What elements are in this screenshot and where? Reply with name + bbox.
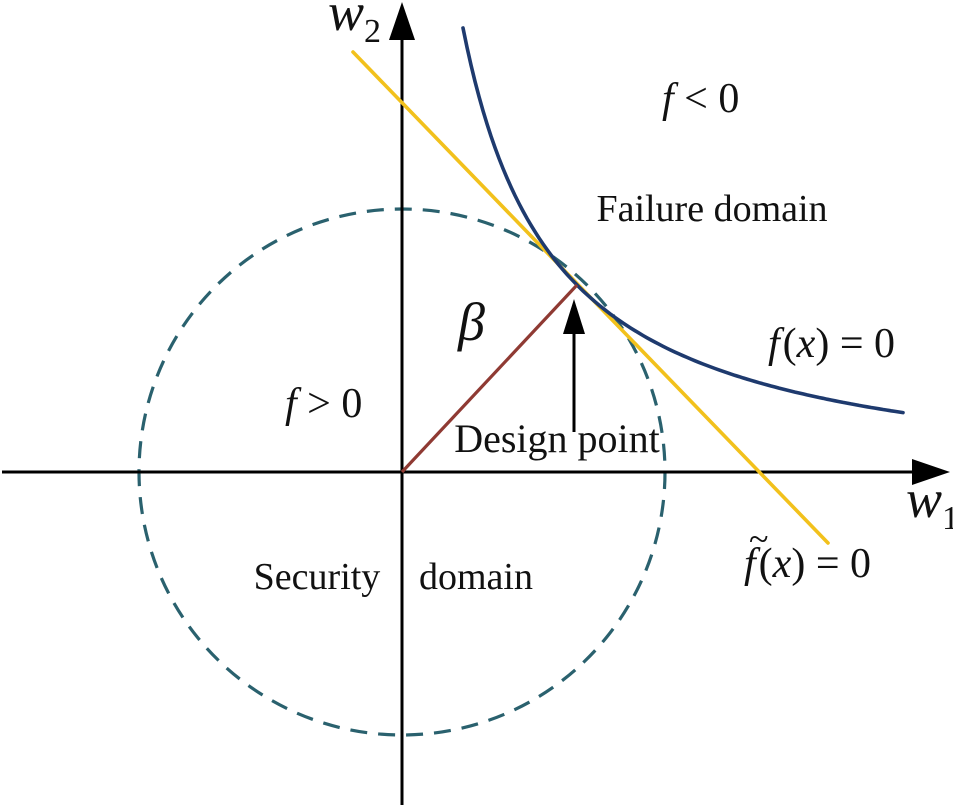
f-positive-label: f > 0 — [285, 381, 362, 427]
axis-x-label-base: w — [906, 469, 942, 529]
linearized-open-paren: ( — [759, 541, 773, 587]
design-point-label: Design point — [454, 416, 660, 461]
f-negative-label: f < 0 — [662, 76, 739, 122]
axis-x-label: w1 — [906, 469, 953, 537]
axis-y-label: w2 — [328, 0, 381, 50]
limit-state-label: f(x) = 0 — [768, 321, 895, 367]
limit-state-curve — [461, 26, 905, 415]
axis-y-label-sub: 2 — [364, 13, 381, 50]
beta-line — [400, 283, 579, 474]
f-negative-rest: < 0 — [674, 76, 740, 122]
linearized-x: x — [772, 541, 792, 587]
beta-label: β — [457, 292, 485, 352]
security-domain-label-right: domain — [419, 556, 533, 598]
limit-state-x: x — [796, 321, 816, 367]
x-axis-arrowhead — [912, 459, 950, 485]
f-positive-rest: > 0 — [297, 381, 363, 427]
linearized-rest: ) = 0 — [791, 541, 871, 587]
y-axis-arrowhead — [389, 2, 415, 40]
axis-y-label-base: w — [328, 0, 364, 42]
limit-state-open-paren: ( — [783, 321, 797, 367]
linearized-label: f(x) = 0 — [744, 541, 871, 587]
failure-domain-label: Failure domain — [596, 188, 827, 230]
design-point-arrowhead — [563, 299, 585, 334]
security-domain-label-left: Security — [254, 556, 381, 598]
axis-x-label-sub: 1 — [942, 500, 953, 537]
linearized-tilde-accent: ~ — [749, 519, 768, 559]
limit-state-rest: ) = 0 — [815, 321, 895, 367]
